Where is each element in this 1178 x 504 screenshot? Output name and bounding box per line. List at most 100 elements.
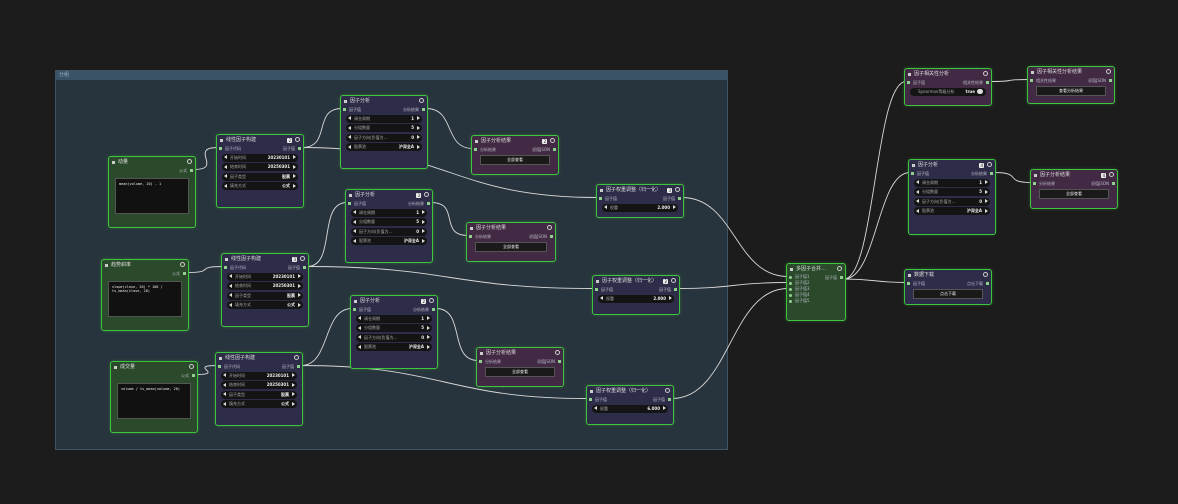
increment-arrow-icon[interactable] xyxy=(292,392,295,396)
increment-arrow-icon[interactable] xyxy=(985,208,988,213)
decrement-arrow-icon[interactable] xyxy=(916,208,919,213)
output-socket[interactable] xyxy=(986,282,989,285)
link-wire[interactable] xyxy=(430,202,469,236)
node-button[interactable]: 全部查看 xyxy=(480,155,550,165)
decrement-arrow-icon[interactable] xyxy=(916,199,919,203)
input-socket[interactable] xyxy=(348,202,351,205)
increment-arrow-icon[interactable] xyxy=(293,174,296,178)
value-widget[interactable]: 填充方式公式 xyxy=(221,400,297,408)
refresh-icon[interactable] xyxy=(187,159,192,164)
input-socket[interactable] xyxy=(479,360,482,363)
decrement-arrow-icon[interactable] xyxy=(358,316,361,320)
decrement-arrow-icon[interactable] xyxy=(358,344,361,349)
decrement-arrow-icon[interactable] xyxy=(223,401,226,406)
node-title[interactable]: 因子分析 xyxy=(341,96,427,106)
value-widget[interactable]: 因子方向(负值为…0 xyxy=(914,197,990,206)
value-widget[interactable]: 填充方式公式 xyxy=(227,301,303,309)
output-socket[interactable] xyxy=(432,308,435,311)
decrement-arrow-icon[interactable] xyxy=(348,125,351,130)
input-socket[interactable] xyxy=(907,282,910,285)
increment-arrow-icon[interactable] xyxy=(298,283,301,288)
refresh-icon[interactable] xyxy=(300,256,305,261)
link-wire[interactable] xyxy=(671,288,789,399)
refresh-icon[interactable] xyxy=(547,225,552,230)
input-socket[interactable] xyxy=(789,287,792,291)
value-widget[interactable]: 填充方式公式 xyxy=(222,182,298,190)
increment-arrow-icon[interactable] xyxy=(985,180,988,184)
input-socket[interactable] xyxy=(343,108,346,111)
decrement-arrow-icon[interactable] xyxy=(353,210,356,214)
increment-arrow-icon[interactable] xyxy=(298,293,301,297)
node-title[interactable]: 因子权重调整（归一化）2 xyxy=(593,276,679,286)
refresh-icon[interactable] xyxy=(665,388,670,393)
increment-arrow-icon[interactable] xyxy=(669,296,672,300)
node-button[interactable]: 全部查看 xyxy=(475,242,547,252)
value-widget[interactable]: 因子方向(负值为…0 xyxy=(356,333,432,342)
output-socket[interactable] xyxy=(678,197,681,200)
decrement-arrow-icon[interactable] xyxy=(224,164,227,169)
refresh-icon[interactable] xyxy=(983,272,988,277)
increment-arrow-icon[interactable] xyxy=(422,210,425,214)
link-wire[interactable] xyxy=(306,266,595,289)
value-widget[interactable]: 股票池沪深全A xyxy=(914,207,990,215)
increment-arrow-icon[interactable] xyxy=(293,155,296,159)
increment-arrow-icon[interactable] xyxy=(298,274,301,278)
decrement-arrow-icon[interactable] xyxy=(229,293,232,297)
value-widget[interactable]: 因子方向(负值为…0 xyxy=(351,227,427,236)
code-editor[interactable]: slope(close, 20) * 100 / ts_mean(close, … xyxy=(108,281,182,317)
node-title[interactable]: 因子相关性分析结果 xyxy=(1028,67,1114,77)
link-wire[interactable] xyxy=(195,365,218,375)
decrement-arrow-icon[interactable] xyxy=(229,302,232,307)
link-wire[interactable] xyxy=(435,308,479,361)
refresh-icon[interactable] xyxy=(429,298,434,303)
refresh-icon[interactable] xyxy=(987,162,992,167)
increment-arrow-icon[interactable] xyxy=(293,183,296,188)
value-widget[interactable]: 因子类型股票 xyxy=(222,172,298,181)
refresh-icon[interactable] xyxy=(424,192,429,197)
node-title[interactable]: 因子权重调整（归一化）3 xyxy=(597,185,683,195)
increment-arrow-icon[interactable] xyxy=(427,316,430,320)
increment-arrow-icon[interactable] xyxy=(427,325,430,330)
decrement-arrow-icon[interactable] xyxy=(348,116,351,120)
increment-arrow-icon[interactable] xyxy=(422,219,425,224)
decrement-arrow-icon[interactable] xyxy=(604,205,607,209)
node-title[interactable]: 数据下载 xyxy=(905,270,991,280)
increment-arrow-icon[interactable] xyxy=(422,238,425,243)
output-socket[interactable] xyxy=(183,272,186,275)
input-socket[interactable] xyxy=(789,281,792,285)
decrement-arrow-icon[interactable] xyxy=(223,392,226,396)
increment-arrow-icon[interactable] xyxy=(417,144,420,149)
node-title[interactable]: 线性因子构建 xyxy=(216,353,302,363)
output-socket[interactable] xyxy=(550,235,553,238)
decrement-arrow-icon[interactable] xyxy=(224,155,227,159)
decrement-arrow-icon[interactable] xyxy=(353,219,356,224)
input-socket[interactable] xyxy=(1030,79,1033,82)
decrement-arrow-icon[interactable] xyxy=(229,274,232,278)
refresh-icon[interactable] xyxy=(983,71,988,76)
refresh-icon[interactable] xyxy=(550,138,555,143)
refresh-icon[interactable] xyxy=(294,355,299,360)
node-button[interactable]: 全部查看 xyxy=(1039,189,1109,199)
decrement-arrow-icon[interactable] xyxy=(224,183,227,188)
link-wire[interactable] xyxy=(186,266,224,273)
output-socket[interactable] xyxy=(422,108,425,111)
